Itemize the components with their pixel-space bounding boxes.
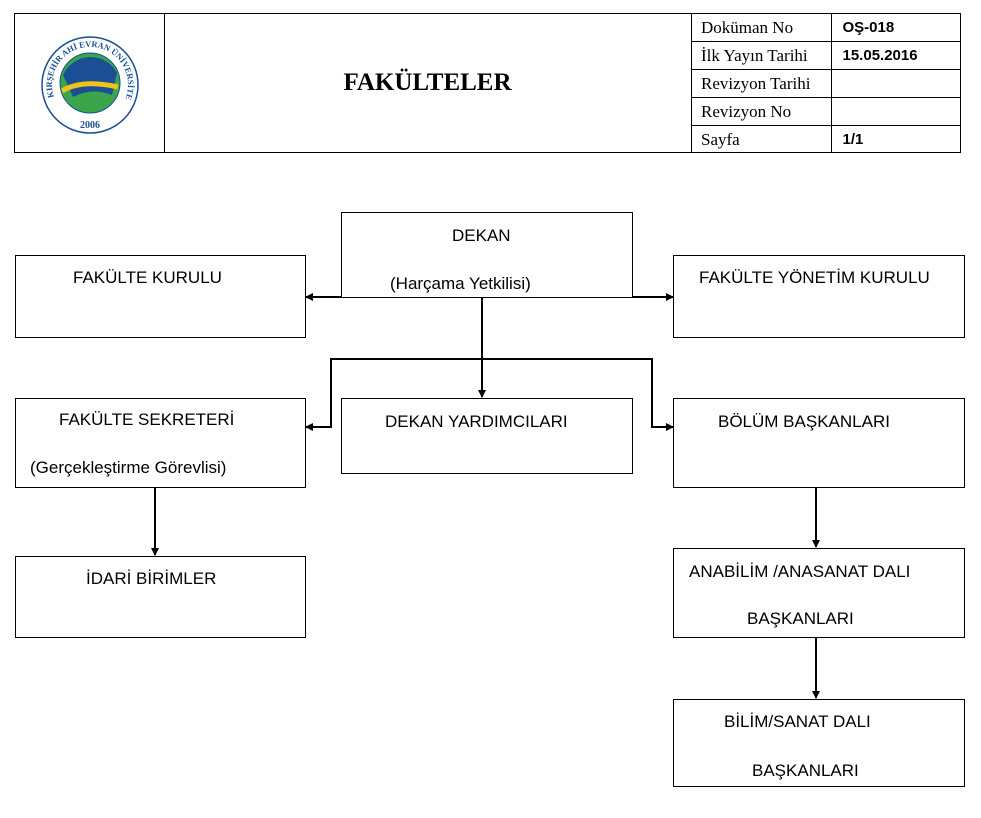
fakulte-yonetim-kurulu-box: FAKÜLTE YÖNETİM KURULU bbox=[673, 255, 965, 338]
anabilim-dali-box: ANABİLİM /ANASANAT DALI BAŞKANLARI bbox=[673, 548, 965, 638]
fakulte-sekreteri-box: FAKÜLTE SEKRETERİ (Gerçekleştirme Görevl… bbox=[15, 398, 306, 488]
meta-label: İlk Yayın Tarihi bbox=[691, 41, 832, 70]
meta-row: Sayfa 1/1 bbox=[691, 125, 960, 153]
university-logo: KIRŞEHİR AHİ EVRAN ÜNİVERSİTESİ 2006 bbox=[40, 35, 139, 134]
anabilim-dali-subtitle: BAŞKANLARI bbox=[747, 609, 854, 628]
bilim-dali-title: BİLİM/SANAT DALI bbox=[724, 712, 871, 731]
arrow-to-fakulte-sekreteri bbox=[305, 358, 482, 431]
bilim-dali-box: BİLİM/SANAT DALI BAŞKANLARI bbox=[673, 699, 965, 787]
anabilim-dali-title: ANABİLİM /ANASANAT DALI bbox=[689, 562, 911, 581]
meta-label: Sayfa bbox=[691, 125, 832, 153]
dekan-box: DEKAN (Harçama Yetkilisi) bbox=[341, 212, 633, 298]
meta-value: 15.05.2016 bbox=[831, 41, 960, 70]
meta-row: İlk Yayın Tarihi 15.05.2016 bbox=[691, 41, 960, 70]
bolum-baskanlari-label: BÖLÜM BAŞKANLARI bbox=[718, 412, 890, 431]
logo-year: 2006 bbox=[80, 120, 100, 131]
logo-cell: KIRŞEHİR AHİ EVRAN ÜNİVERSİTESİ 2006 bbox=[15, 14, 165, 152]
meta-row: Revizyon Tarihi bbox=[691, 69, 960, 98]
document-meta-table: Doküman No OŞ-018 İlk Yayın Tarihi 15.05… bbox=[691, 14, 960, 153]
fakulte-kurulu-box: FAKÜLTE KURULU bbox=[15, 255, 306, 338]
meta-value bbox=[831, 69, 960, 98]
document-header: KIRŞEHİR AHİ EVRAN ÜNİVERSİTESİ 2006 FAK… bbox=[14, 13, 961, 153]
meta-value: OŞ-018 bbox=[831, 14, 960, 42]
document-title: FAKÜLTELER bbox=[343, 69, 512, 96]
fakulte-kurulu-label: FAKÜLTE KURULU bbox=[73, 268, 222, 287]
arrow-to-bolum-baskanlari bbox=[482, 358, 674, 431]
bolum-baskanlari-box: BÖLÜM BAŞKANLARI bbox=[673, 398, 965, 488]
meta-label: Revizyon No bbox=[691, 97, 832, 126]
fakulte-sekreteri-subtitle: (Gerçekleştirme Görevlisi) bbox=[30, 458, 227, 477]
meta-label: Doküman No bbox=[691, 14, 832, 42]
fakulte-yonetim-kurulu-label: FAKÜLTE YÖNETİM KURULU bbox=[699, 268, 930, 287]
dekan-yardimcilari-box: DEKAN YARDIMCILARI bbox=[341, 398, 633, 474]
meta-value bbox=[831, 97, 960, 126]
idari-birimler-label: İDARİ BİRİMLER bbox=[86, 569, 217, 588]
meta-label: Revizyon Tarihi bbox=[691, 69, 832, 98]
bilim-dali-subtitle: BAŞKANLARI bbox=[752, 761, 859, 780]
meta-row: Doküman No OŞ-018 bbox=[691, 14, 960, 42]
dekan-subtitle: (Harçama Yetkilisi) bbox=[390, 274, 531, 293]
dekan-yardimcilari-label: DEKAN YARDIMCILARI bbox=[385, 412, 568, 431]
fakulte-sekreteri-title: FAKÜLTE SEKRETERİ bbox=[59, 410, 235, 429]
meta-row: Revizyon No bbox=[691, 97, 960, 126]
dekan-title: DEKAN bbox=[452, 226, 511, 245]
idari-birimler-box: İDARİ BİRİMLER bbox=[15, 556, 306, 638]
meta-value: 1/1 bbox=[842, 131, 864, 148]
